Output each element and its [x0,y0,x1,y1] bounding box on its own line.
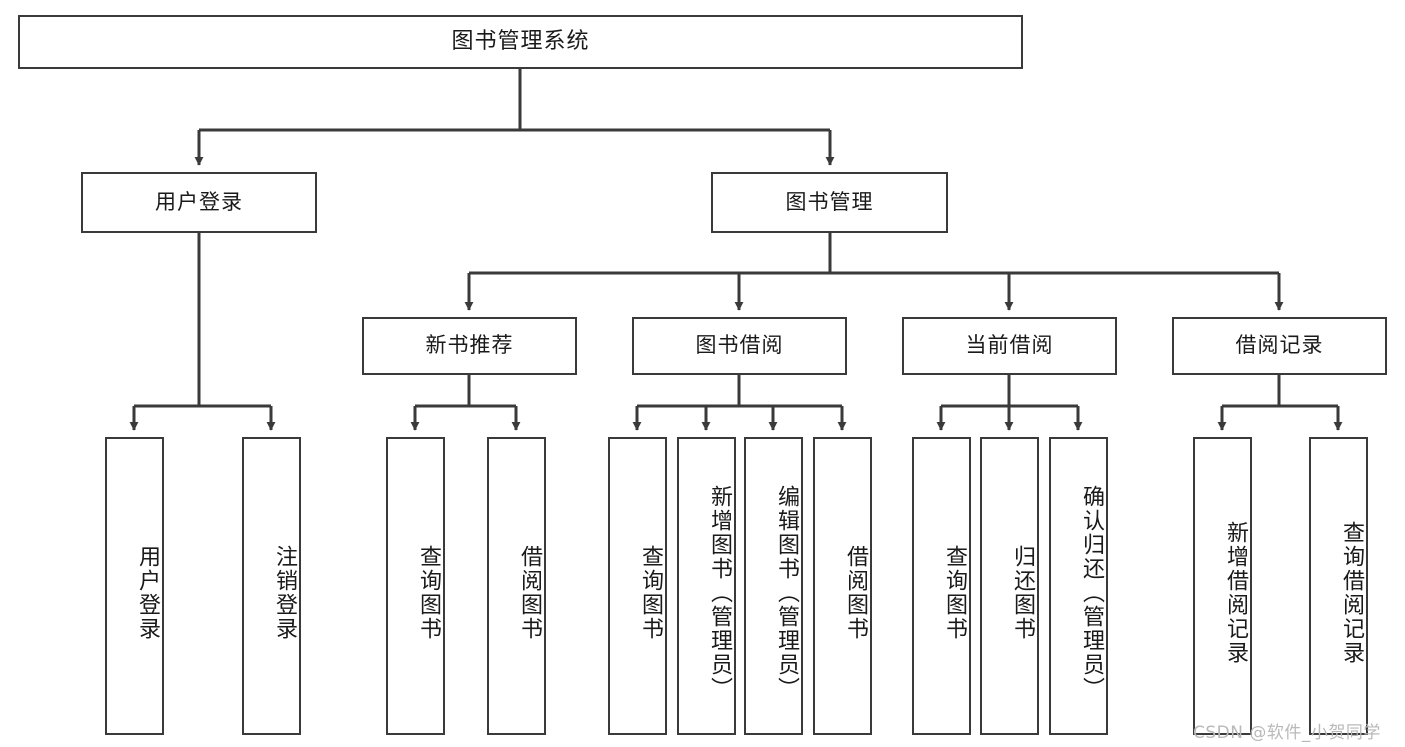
leaf-book-borrow-query-book[interactable]: 查询图书 [608,437,667,735]
node-current-borrow[interactable]: 当前借阅 [902,317,1117,375]
node-label: 借阅记录 [1235,333,1324,358]
node-label: 归还图书 [1010,545,1035,641]
node-root-book-management-system[interactable]: 图书管理系统 [18,15,1023,69]
node-label: 注销登录 [272,545,297,641]
node-label: 查询图书 [638,545,663,641]
leaf-current-borrow-return-book[interactable]: 归还图书 [980,437,1039,735]
node-label: 图书管理系统 [451,28,590,54]
node-label: 图书借阅 [695,333,784,358]
node-label: 新增图书（管理员） [707,485,732,701]
leaf-borrow-record-query-record[interactable]: 查询借阅记录 [1309,437,1368,735]
leaf-borrow-record-add-record[interactable]: 新增借阅记录 [1193,437,1252,735]
leaf-new-book-borrow-book[interactable]: 借阅图书 [487,437,546,735]
node-book-management[interactable]: 图书管理 [711,172,948,233]
leaf-current-borrow-query-book[interactable]: 查询图书 [912,437,971,735]
leaf-current-borrow-confirm-return-admin[interactable]: 确认归还（管理员） [1049,437,1108,735]
node-label: 查询图书 [416,545,441,641]
leaf-user-login-login[interactable]: 用户登录 [105,437,164,735]
node-label: 用户登录 [155,189,243,214]
node-borrow-record[interactable]: 借阅记录 [1172,317,1387,375]
node-label: 新书推荐 [425,333,514,358]
node-book-borrow[interactable]: 图书借阅 [632,317,847,375]
node-new-book-recommend[interactable]: 新书推荐 [362,317,577,375]
csdn-watermark: CSDN @软件_小贺同学 [1193,723,1381,743]
node-label: 确认归还（管理员） [1079,485,1104,701]
node-label: 借阅图书 [517,545,542,641]
leaf-book-borrow-add-book-admin[interactable]: 新增图书（管理员） [677,437,736,735]
node-label: 借阅图书 [843,545,868,641]
node-label: 查询借阅记录 [1339,521,1364,665]
node-user-login[interactable]: 用户登录 [81,172,317,233]
node-label: 当前借阅 [965,333,1054,358]
leaf-new-book-query-book[interactable]: 查询图书 [386,437,445,735]
node-label: 用户登录 [135,545,160,641]
node-label: 编辑图书（管理员） [774,485,799,701]
leaf-book-borrow-edit-book-admin[interactable]: 编辑图书（管理员） [744,437,803,735]
leaf-book-borrow-borrow-book[interactable]: 借阅图书 [813,437,872,735]
node-label: 图书管理 [785,189,874,214]
leaf-user-login-logout[interactable]: 注销登录 [242,437,301,735]
node-label: 新增借阅记录 [1223,521,1248,665]
node-label: 查询图书 [942,545,967,641]
